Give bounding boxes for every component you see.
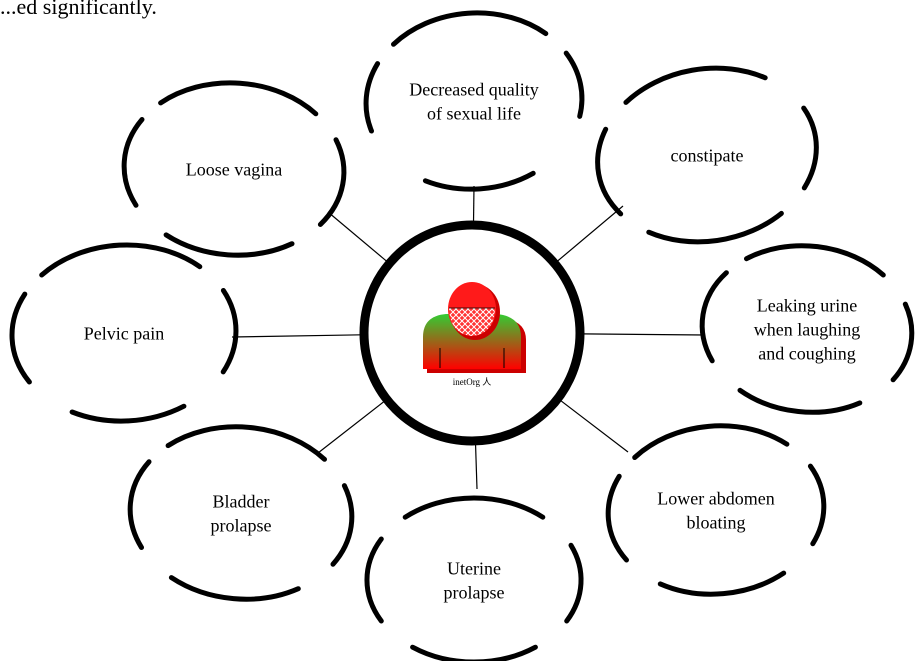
node-decreased-quality-of-sexual-life: Decreased quality of sexual life [363,10,585,192]
node-label-line: bloating [687,512,746,532]
person-icon [423,282,526,373]
node-label-line: Pelvic pain [84,323,164,343]
node-ring-arc [165,424,327,462]
node-constipate: constipate [595,65,819,245]
node-ring-arc [364,536,384,624]
node-ring-arc [9,291,32,385]
node-ring-arc [646,210,784,245]
node-ring-arc [220,288,239,375]
node-ring-arc [564,542,584,624]
node-label-line: and coughing [758,343,855,363]
node-ring-arc [744,243,886,278]
node-ring-arc [807,463,827,547]
center-node: inetOrg 人 [359,220,585,446]
node-label-line: when laughing [754,319,860,339]
node-ring-arc [317,137,347,227]
connector-uterine-prolapse [474,442,478,490]
connector-pelvic-pain [231,334,363,338]
node-ring-arc [158,80,319,117]
node-ring-arc [563,50,585,119]
node-ring-arc [890,301,915,383]
node-lower-abdomen-bloating: Lower abdomen bloating [605,423,827,597]
node-ring-arc [121,117,145,208]
node-label-line: Uterine [447,558,501,578]
node-ring-arc [605,473,629,563]
symptom-nodes: Decreased quality of sexual life constipat… [9,10,915,661]
node-label-line: of sexual life [427,103,521,123]
node-ring-arc [737,387,863,415]
connector-decreased-quality-of-sexual-life [472,185,475,224]
connector-leaking-urine [581,333,706,336]
node-label-line: constipate [671,145,744,165]
node-ring-arc [168,575,301,602]
node-label-line: Decreased quality [409,79,538,99]
node-label-line: Loose vagina [186,159,282,179]
node-ring-arc [163,232,295,258]
node-ring-arc [363,61,381,134]
node-loose-vagina: Loose vagina [121,80,347,258]
node-ring-arc [391,10,549,47]
node-leaking-urine: Leaking urine when laughing and coughing [699,243,915,415]
node-ring-arc [422,170,536,192]
node-ring-arc [657,570,787,597]
node-bladder-prolapse: Bladder prolapse [127,424,355,602]
node-ring-arc [410,644,538,661]
center-caption: inetOrg 人 [453,377,492,387]
node-ring-arc [632,423,790,460]
node-label-line: prolapse [211,515,272,535]
node-ring-arc [127,459,152,550]
connector-constipate [555,205,624,263]
node-uterine-prolapse: Uterine prolapse [364,495,584,661]
node-label-line: Bladder [213,491,270,511]
node-label-line: Leaking urine [757,295,857,315]
connector-lines [231,185,706,490]
connector-lower-abdomen-bloating [559,399,629,453]
node-pelvic-pain: Pelvic pain [9,242,239,424]
node-ring-arc [69,403,187,424]
connector-bladder-prolapse [317,400,386,454]
node-ring-arc [330,483,355,567]
node-label-line: Lower abdomen [657,488,774,508]
node-ring-arc [595,126,624,217]
node-ring-arc [39,242,203,278]
node-label-line: prolapse [444,582,505,602]
node-ring-arc [801,105,819,191]
connector-loose-vagina [327,211,389,263]
node-ring-arc [623,65,768,105]
node-ring-arc [402,495,546,520]
top-text-fragment: ...ed significantly. [0,0,157,19]
node-ring-arc [699,270,729,364]
